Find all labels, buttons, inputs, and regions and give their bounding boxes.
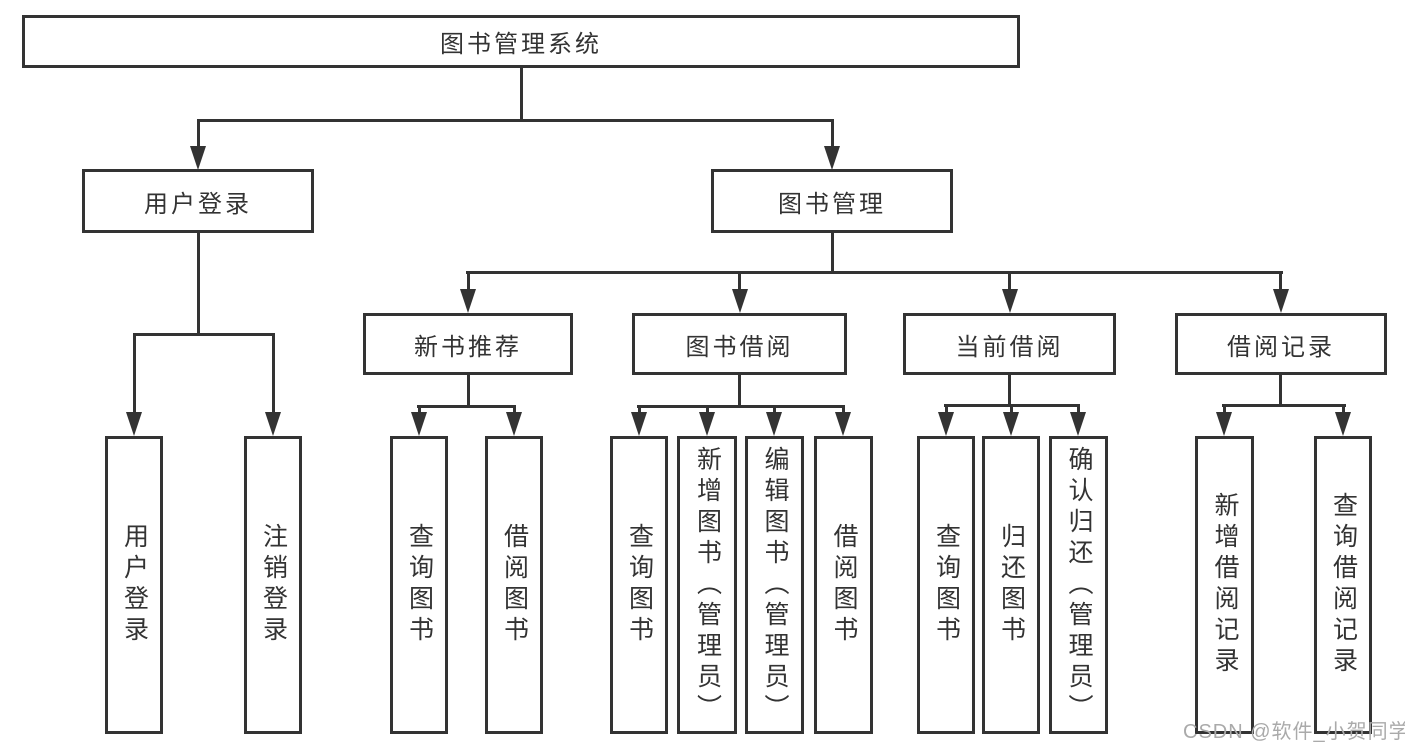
leaf-confirm-return-admin: 确认归还（管理员） [1049,436,1108,734]
leaf-return-books: 归还图书 [982,436,1040,734]
connector [197,119,200,149]
connector [466,271,1283,274]
arrowhead [732,289,748,313]
connector [1342,404,1345,414]
node-user-login: 用户登录 [82,169,314,233]
arrowhead [506,412,522,436]
connector [638,405,641,414]
node-book-management: 图书管理 [711,169,953,233]
node-root: 图书管理系统 [22,15,1020,68]
node-label: 查询借阅记录 [1329,492,1358,678]
node-label: 注销登录 [259,523,288,647]
node-label: 新增图书（管理员） [693,445,722,725]
arrowhead [824,146,840,170]
node-label: 借阅图书 [500,523,529,647]
arrowhead [835,412,851,436]
node-label: 借阅记录 [1227,333,1335,361]
connector [417,405,516,408]
arrowhead [190,146,206,170]
connector [133,333,275,336]
connector [513,405,516,414]
node-label: 借阅图书 [830,523,858,647]
arrowhead [126,412,142,436]
connector [467,271,470,291]
connector [1008,375,1011,406]
node-book-borrowing: 图书借阅 [632,313,847,375]
leaf-borrow-books-recommend: 借阅图书 [485,436,543,734]
arrowhead [1003,412,1019,436]
connector [831,233,834,274]
arrowhead [938,412,954,436]
connector [945,404,948,414]
node-borrowing-records: 借阅记录 [1175,313,1387,375]
arrowhead [766,412,782,436]
connector [1077,404,1080,414]
node-label: 图书管理 [778,190,886,218]
connector [1279,375,1282,406]
connector [706,405,709,414]
connector [133,333,136,413]
connector [738,375,741,407]
node-new-book-recommend: 新书推荐 [363,313,573,375]
leaf-query-books-recommend: 查询图书 [390,436,448,734]
connector [842,405,845,414]
arrowhead [460,289,476,313]
node-label: 归还图书 [997,523,1026,647]
node-label: 图书管理系统 [440,31,602,58]
node-label: 用户登录 [144,190,252,218]
connector [1008,271,1011,291]
connector [738,271,741,291]
leaf-query-books-borrowing: 查询图书 [610,436,668,734]
arrowhead [699,412,715,436]
arrowhead [1335,412,1351,436]
connector [773,405,776,414]
arrowhead [1070,412,1086,436]
leaf-query-borrow-record: 查询借阅记录 [1314,436,1372,734]
node-label: 确认归还（管理员） [1065,445,1093,725]
connector [467,375,470,407]
connector [197,233,200,336]
node-label: 查询图书 [625,523,654,647]
node-label: 编辑图书（管理员） [761,445,789,725]
node-label: 用户登录 [120,523,149,647]
leaf-borrow-books: 借阅图书 [814,436,873,734]
arrowhead [631,412,647,436]
connector [520,68,523,122]
leaf-add-borrow-record: 新增借阅记录 [1195,436,1254,734]
node-current-borrowing: 当前借阅 [903,313,1116,375]
connector [1222,404,1346,407]
leaf-query-books-current: 查询图书 [917,436,975,734]
node-label: 图书借阅 [685,333,794,361]
connector [637,405,845,408]
arrowhead [1273,289,1289,313]
connector [1279,271,1282,291]
connector [831,119,834,149]
connector [1223,404,1226,414]
node-label: 查询图书 [405,523,434,647]
connector [1010,404,1013,414]
connector [418,405,421,414]
node-label: 新增借阅记录 [1211,492,1239,678]
connector [272,333,275,413]
csdn-watermark: CSDN @软件_小贺同学 [1183,721,1405,743]
leaf-edit-books-admin: 编辑图书（管理员） [745,436,804,734]
node-label: 新书推荐 [414,333,522,361]
node-label: 当前借阅 [955,333,1064,361]
arrowhead [1216,412,1232,436]
leaf-user-login: 用户登录 [105,436,163,734]
leaf-add-books-admin: 新增图书（管理员） [677,436,737,734]
node-label: 查询图书 [932,523,961,647]
arrowhead [265,412,281,436]
arrowhead [1002,289,1018,313]
leaf-logout: 注销登录 [244,436,302,734]
connector [197,119,834,122]
arrowhead [411,412,427,436]
